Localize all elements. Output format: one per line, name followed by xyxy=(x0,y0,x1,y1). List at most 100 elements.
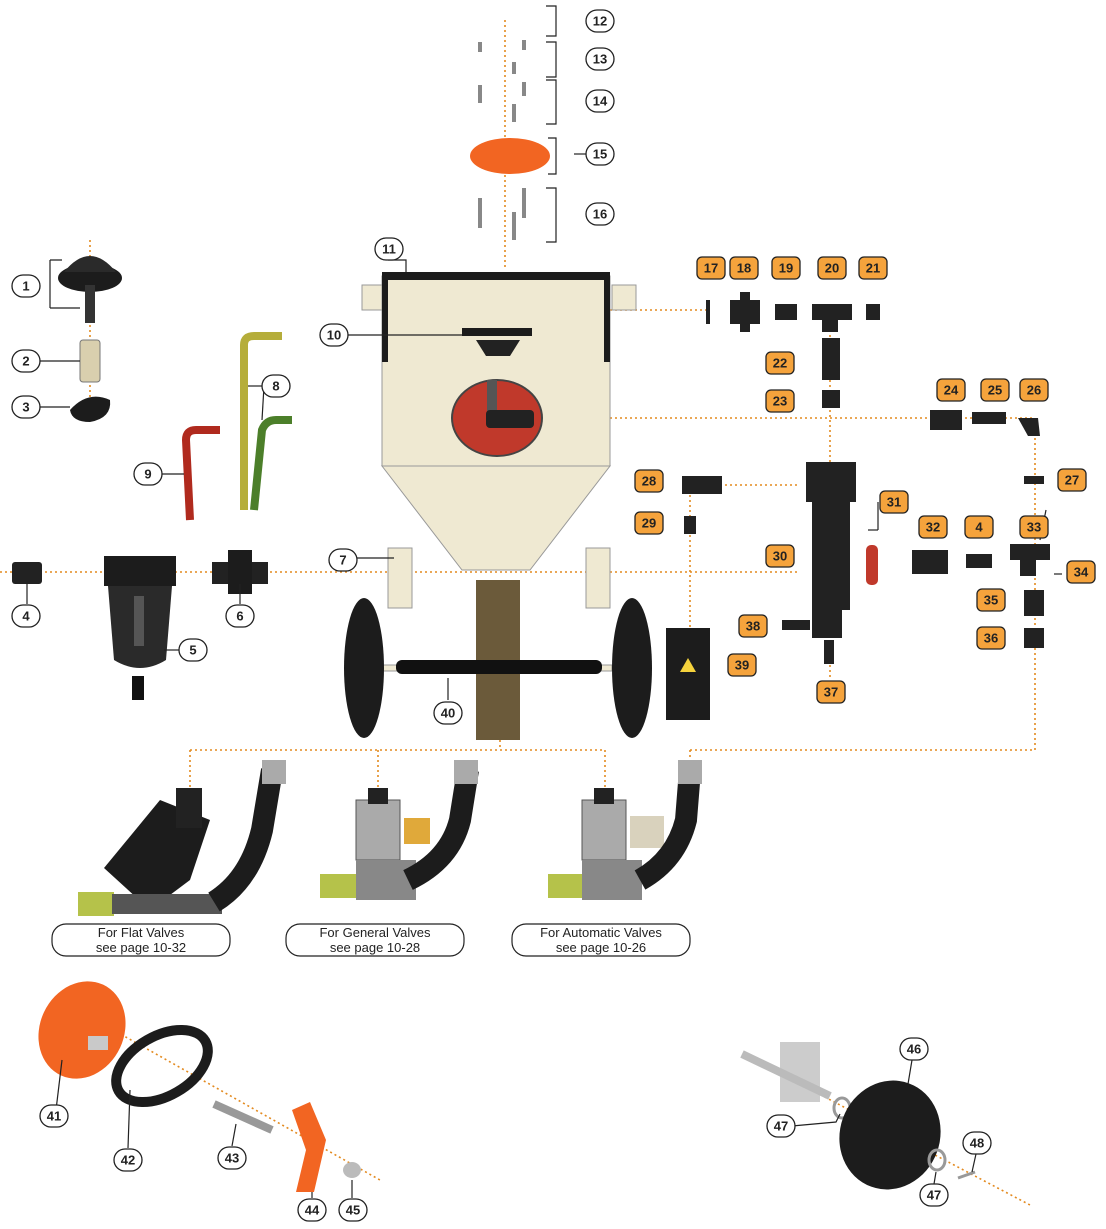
callout-number: 8 xyxy=(272,379,279,394)
callout-part-47: 47 xyxy=(919,1183,949,1207)
callout-part-5: 5 xyxy=(178,638,208,662)
valve-note-flat[interactable]: For Flat Valves see page 10-32 xyxy=(51,923,231,957)
callout-badge xyxy=(696,256,726,280)
callout-badge xyxy=(766,1114,796,1138)
callout-part-17: 17 xyxy=(696,256,726,280)
callout-part-9: 9 xyxy=(133,462,163,486)
callout-part-38: 38 xyxy=(738,614,768,638)
callout-badge xyxy=(585,142,615,166)
callout-number: 44 xyxy=(305,1203,320,1218)
part-tee-6 xyxy=(212,550,268,594)
part-axle-40 xyxy=(396,660,602,674)
callout-badge xyxy=(11,395,41,419)
part-tube-2 xyxy=(79,339,101,383)
callout-badge xyxy=(727,653,757,677)
callout-badge xyxy=(816,680,846,704)
callout-badge xyxy=(765,544,795,568)
callout-badge xyxy=(585,47,615,71)
callout-part-14: 14 xyxy=(585,89,615,113)
callout-number: 32 xyxy=(926,520,940,535)
callout-badge xyxy=(585,9,615,33)
part-sticker-39 xyxy=(666,628,710,720)
callout-badge xyxy=(771,256,801,280)
callout-badge xyxy=(765,389,795,413)
callout-badge xyxy=(976,588,1006,612)
callout-part-46: 46 xyxy=(899,1037,929,1061)
callout-part-28: 28 xyxy=(634,469,664,493)
callout-part-8: 8 xyxy=(261,374,291,398)
callout-number: 47 xyxy=(774,1119,788,1134)
callout-badge xyxy=(585,89,615,113)
callout-part-25: 25 xyxy=(980,378,1010,402)
part-gasket-15 xyxy=(470,138,550,174)
callout-number: 12 xyxy=(593,14,607,29)
callout-badge xyxy=(178,638,208,662)
callout-part-31: 31 xyxy=(879,490,909,514)
part-hose-9 xyxy=(181,426,220,521)
callout-part-23: 23 xyxy=(765,389,795,413)
callout-part-2: 2 xyxy=(11,349,41,373)
callout-part-42: 42 xyxy=(113,1148,143,1172)
callout-number: 26 xyxy=(1027,383,1041,398)
part-fitting-4-left xyxy=(12,562,42,584)
callout-badge xyxy=(962,1131,992,1155)
callout-part-48: 48 xyxy=(962,1131,992,1155)
callout-badge xyxy=(899,1037,929,1061)
callout-number: 4 xyxy=(975,520,983,535)
part-shaft-assembly xyxy=(740,1042,832,1102)
wheel-right xyxy=(612,598,652,738)
part-grommet-3 xyxy=(70,396,111,422)
callout-part-4: 4 xyxy=(964,515,994,539)
callout-badge xyxy=(133,462,163,486)
callout-number: 47 xyxy=(927,1188,941,1203)
callout-part-40: 40 xyxy=(433,701,463,725)
callout-number: 43 xyxy=(225,1151,239,1166)
callout-number: 5 xyxy=(189,643,196,658)
callout-part-3: 3 xyxy=(11,395,41,419)
callout-badge xyxy=(1019,378,1049,402)
callout-number: 34 xyxy=(1074,565,1089,580)
callout-number: 2 xyxy=(22,354,29,369)
callout-badge xyxy=(738,614,768,638)
callout-badge xyxy=(11,604,41,628)
callout-part-7: 7 xyxy=(328,548,358,572)
callout-part-22: 22 xyxy=(765,351,795,375)
callout-number: 20 xyxy=(825,261,839,276)
valve-note-general[interactable]: For General Valves see page 10-28 xyxy=(285,923,465,957)
callout-number: 11 xyxy=(382,242,396,257)
callout-badge xyxy=(980,378,1010,402)
callout-number: 22 xyxy=(773,356,787,371)
callout-number: 36 xyxy=(984,631,998,646)
valve-note-automatic[interactable]: For Automatic Valves see page 10-26 xyxy=(511,923,691,957)
part-disc-46 xyxy=(839,1080,941,1190)
callout-part-6: 6 xyxy=(225,604,255,628)
part-pin-48 xyxy=(957,1170,976,1180)
callout-number: 4 xyxy=(22,609,30,624)
callout-badge xyxy=(1066,560,1096,584)
callout-part-27: 27 xyxy=(1057,468,1087,492)
callout-number: 9 xyxy=(144,467,151,482)
callout-number: 29 xyxy=(642,516,656,531)
callout-badge xyxy=(11,349,41,373)
callout-badge xyxy=(858,256,888,280)
callout-part-1: 1 xyxy=(11,274,41,298)
callout-number: 13 xyxy=(593,52,607,67)
callout-badge xyxy=(374,237,404,261)
svg-text:For Automatic Valves: For Automatic Valves xyxy=(540,925,662,940)
svg-text:For Flat Valves: For Flat Valves xyxy=(98,925,185,940)
callout-badge xyxy=(918,515,948,539)
svg-text:see page 10-32: see page 10-32 xyxy=(96,940,186,955)
callout-badge xyxy=(634,511,664,535)
callout-part-18: 18 xyxy=(729,256,759,280)
callout-number: 33 xyxy=(1027,520,1041,535)
part-stack-12-16 xyxy=(478,40,526,240)
callout-number: 46 xyxy=(907,1042,921,1057)
callout-number: 14 xyxy=(593,94,608,109)
callout-badge xyxy=(1019,515,1049,539)
callout-number: 19 xyxy=(779,261,793,276)
part-filter-5 xyxy=(104,556,176,700)
callout-part-21: 21 xyxy=(858,256,888,280)
callout-number: 40 xyxy=(441,706,455,721)
callout-badge xyxy=(113,1148,143,1172)
